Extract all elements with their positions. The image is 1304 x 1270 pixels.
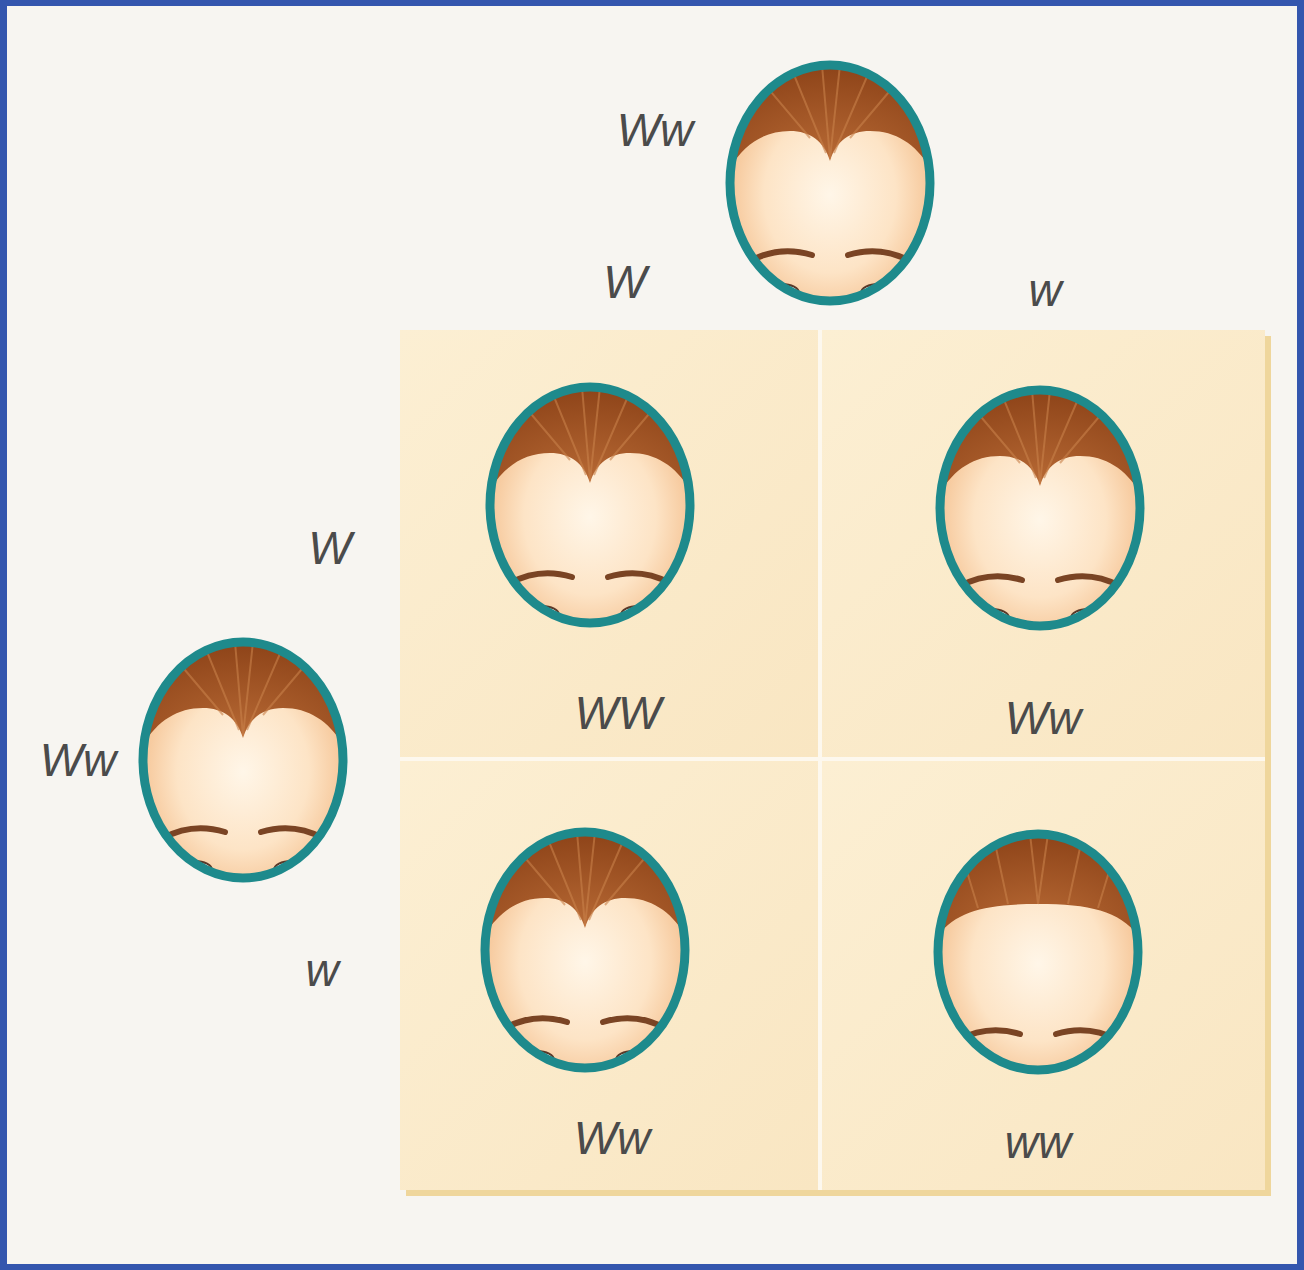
punnett-cell: Ww xyxy=(822,330,1265,757)
punnett-cell: WW xyxy=(400,330,818,757)
parent-face: Ww xyxy=(728,63,932,303)
genotype-label: Ww xyxy=(617,105,694,156)
cell-fill xyxy=(822,330,1265,757)
face-illustration xyxy=(720,53,940,302)
genotype-label: WW xyxy=(575,688,662,739)
grid-ground xyxy=(400,330,1265,1190)
cell-fill xyxy=(822,761,1265,1190)
cell-fill xyxy=(400,761,818,1190)
genotype-label: Ww xyxy=(574,1113,651,1164)
parent-face: Ww xyxy=(141,640,345,880)
genotype-label: ww xyxy=(1005,1117,1071,1168)
face-illustration xyxy=(475,820,695,1069)
allele-label: w xyxy=(1028,265,1061,316)
allele-label: W xyxy=(603,257,646,308)
face-illustration xyxy=(930,378,1150,627)
punnett-cell: Ww xyxy=(400,761,818,1190)
face-illustration xyxy=(480,375,700,624)
face-illustration xyxy=(133,630,353,879)
page-ground xyxy=(7,6,1297,1264)
cell-fill xyxy=(400,330,818,757)
genotype-label: Ww xyxy=(1005,693,1082,744)
allele-label: W xyxy=(308,523,351,574)
allele-label: w xyxy=(305,945,338,996)
face-illustration xyxy=(928,822,1148,1079)
genotype-label: Ww xyxy=(40,735,117,786)
punnett-cell: ww xyxy=(822,761,1265,1190)
